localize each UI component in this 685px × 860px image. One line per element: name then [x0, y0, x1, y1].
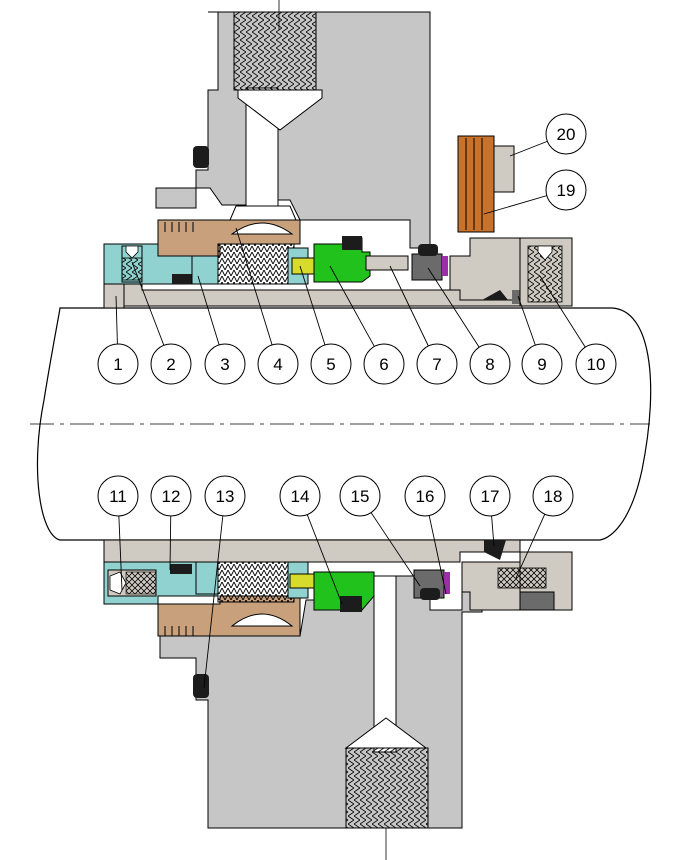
- callout-number-10: 10: [587, 355, 606, 374]
- callout-circle-16: [404, 475, 446, 517]
- callout-circle-11: [97, 475, 139, 517]
- upper-collar-wedge: [482, 290, 508, 300]
- callout-number-18: 18: [544, 487, 563, 506]
- lower-housing-oring: [193, 674, 209, 698]
- callout-number-9: 9: [537, 355, 546, 374]
- bronze-notch: [229, 205, 297, 221]
- callout-number-15: 15: [351, 487, 370, 506]
- callout-number-5: 5: [326, 355, 335, 374]
- callout-circle-6: [363, 343, 405, 385]
- callout-number-13: 13: [216, 487, 235, 506]
- lower-bellows-collar: [195, 561, 219, 595]
- callout-circle-8: [469, 343, 511, 385]
- callout-circle-19: [545, 169, 587, 211]
- lower-bellows-spring: [217, 561, 295, 603]
- callout-number-2: 2: [166, 355, 175, 374]
- copper-flange-lines: [465, 138, 483, 230]
- copper-flange: [457, 135, 495, 233]
- callout-number-3: 3: [220, 355, 229, 374]
- upper-seat-oring: [418, 244, 438, 256]
- lower-bronze-teeth: [164, 626, 194, 636]
- callout-number-16: 16: [416, 487, 435, 506]
- callout-circle-4: [257, 343, 299, 385]
- callout-circle-14: [279, 475, 321, 517]
- callout-number-19: 19: [557, 181, 576, 200]
- upper-port-cone: [237, 89, 323, 131]
- callout-number-17: 17: [481, 487, 500, 506]
- callout-circle-1: [97, 343, 139, 385]
- callout-leader-13: [203, 495, 226, 689]
- callout-circle-12: [150, 475, 192, 517]
- set-screw-head: [125, 245, 139, 259]
- upper-housing-oring: [193, 146, 209, 168]
- callout-circle-17: [469, 475, 511, 517]
- upper-part-1: [103, 283, 125, 309]
- upper-yellow-ring: [291, 257, 315, 275]
- lower-green-oring: [340, 596, 362, 612]
- upper-housing: [155, 11, 431, 249]
- upper-drive-ring: [365, 255, 409, 271]
- callout-circle-13: [204, 475, 246, 517]
- callout-circle-18: [532, 475, 574, 517]
- callout-number-7: 7: [432, 355, 441, 374]
- callout-circle-20: [545, 113, 587, 155]
- drive-set-screw-head: [537, 245, 553, 261]
- lower-purple-gasket: [444, 572, 450, 594]
- callout-leader-4: [235, 227, 279, 365]
- lower-port-thread: [345, 747, 429, 829]
- bronze-teeth: [164, 222, 194, 232]
- lower-gland-bolt-thread: [125, 571, 157, 595]
- lower-drive-set-screw: [497, 567, 547, 589]
- callout-number-6: 6: [379, 355, 388, 374]
- upper-green-oring: [342, 236, 362, 250]
- callout-circle-7: [416, 343, 458, 385]
- lower-yellow-ring: [289, 573, 315, 589]
- upper-seat: [411, 253, 443, 281]
- callout-circle-3: [204, 343, 246, 385]
- callout-circle-2: [150, 343, 192, 385]
- upper-purple-gasket: [442, 256, 448, 276]
- callout-number-20: 20: [557, 125, 576, 144]
- callout-number-1: 1: [113, 355, 122, 374]
- upper-port-thread: [233, 11, 317, 91]
- callout-number-4: 4: [273, 355, 282, 374]
- callout-circle-5: [310, 343, 352, 385]
- set-screw-thread: [121, 257, 143, 281]
- callout-number-11: 11: [109, 487, 127, 506]
- callout-circle-10: [575, 343, 617, 385]
- upper-bellows-spring: [217, 243, 295, 285]
- lower-seat-oring: [420, 588, 440, 600]
- upper-gland-oring: [172, 274, 198, 284]
- lower-drive-block: [519, 591, 555, 611]
- callout-number-14: 14: [291, 487, 310, 506]
- callout-number-8: 8: [485, 355, 494, 374]
- bellows-collar: [191, 255, 219, 285]
- lower-bronze-half-round: [230, 613, 294, 627]
- upper-bronze-half-round: [230, 222, 294, 235]
- lower-collar-wedge: [484, 540, 506, 560]
- flange-bolt: [493, 145, 515, 193]
- callout-circle-9: [521, 343, 563, 385]
- lower-gland-oring: [170, 564, 192, 574]
- upper-collar: [449, 237, 521, 301]
- callout-number-12: 12: [162, 487, 181, 506]
- callout-circle-15: [339, 475, 381, 517]
- lower-sleeve: [103, 539, 521, 563]
